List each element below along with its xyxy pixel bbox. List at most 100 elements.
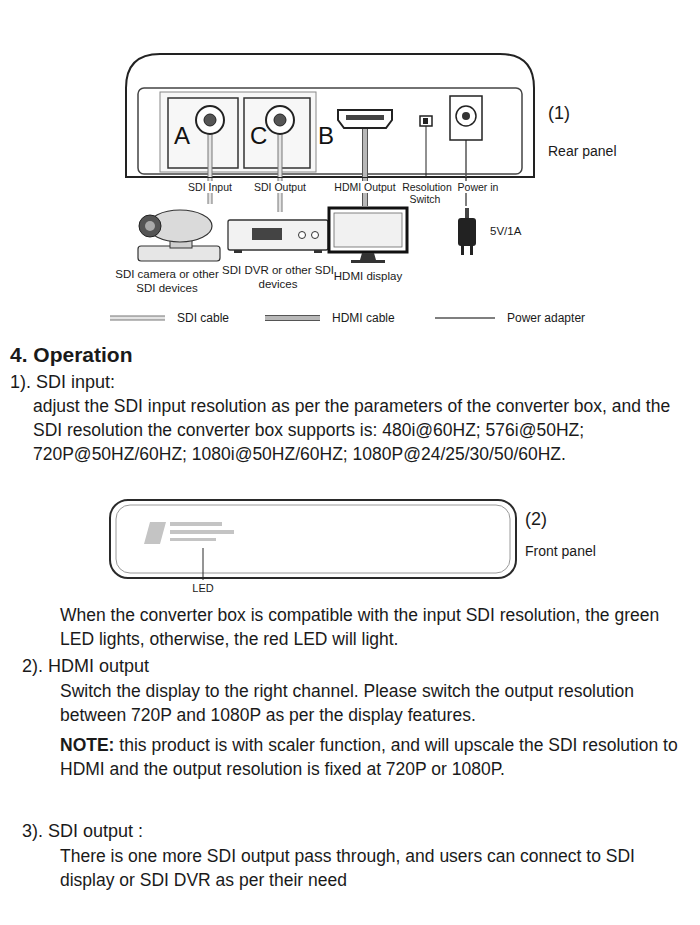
section-heading-text: 2). HDMI output xyxy=(22,656,149,676)
dvr-foot xyxy=(314,250,322,253)
cable-stub xyxy=(362,128,368,177)
port-label-text: SDI Input xyxy=(186,181,234,193)
body-paragraph-text: Switch the display to the right channel.… xyxy=(60,681,634,725)
body-paragraph: adjust the SDI input resolution as per t… xyxy=(33,394,693,466)
legend-entry: HDMI cable xyxy=(265,311,395,325)
dvr-knob xyxy=(299,232,306,239)
legend-swatch xyxy=(435,313,495,323)
resolution-switch xyxy=(420,116,432,126)
display-stand xyxy=(360,253,376,260)
adapter-body xyxy=(458,218,476,246)
front-panel-logo xyxy=(144,522,234,544)
port-frame xyxy=(244,98,310,168)
display-icon xyxy=(323,206,413,266)
legend-entry: SDI cable xyxy=(110,311,229,325)
power-jack-pin xyxy=(462,112,470,120)
switch-leader-line xyxy=(426,126,427,177)
switch-label-text: Resolution Switch xyxy=(400,181,452,205)
cable-stub xyxy=(363,128,367,177)
converter-rear-panel: ACB xyxy=(120,48,540,178)
dvr-illustration xyxy=(228,220,328,253)
led-label-text: LED xyxy=(192,582,213,594)
bnc-connector xyxy=(196,106,224,134)
dvr-knob xyxy=(312,232,319,239)
section-heading: 3). SDI output : xyxy=(22,820,143,842)
hdmi-port xyxy=(338,110,392,128)
logo-line xyxy=(170,530,234,534)
legend-text: HDMI cable xyxy=(332,311,395,325)
bnc-pin xyxy=(204,114,216,126)
cable-stub xyxy=(279,134,282,177)
port-frame xyxy=(168,98,238,168)
led-leader-line xyxy=(203,548,204,580)
section-heading-text: 1). SDI input: xyxy=(10,372,115,392)
rear-panel-drawing xyxy=(120,48,540,178)
bnc-connector xyxy=(266,106,294,134)
callout-number: (1) xyxy=(548,102,570,124)
body-paragraph: There is one more SDI output pass throug… xyxy=(60,844,650,892)
rear-face xyxy=(138,88,522,174)
body-paragraph: Switch the display to the right channel.… xyxy=(60,679,690,727)
hdmi-display: HDMI display xyxy=(323,206,413,284)
port-letter: A xyxy=(174,124,190,148)
adapter-prong xyxy=(461,246,464,255)
title-text: 4. Operation xyxy=(10,343,133,366)
section-heading: 1). SDI input: xyxy=(10,371,115,393)
adapter-illustration xyxy=(458,208,476,255)
hdmi-contacts xyxy=(346,115,384,120)
legend-swatch xyxy=(110,313,165,323)
sdi-camera: SDI camera or other SDI devices xyxy=(108,204,226,296)
port-label-text: HDMI Output xyxy=(332,181,397,193)
section-heading-text: 3). SDI output : xyxy=(22,821,143,841)
camera-illustration xyxy=(138,210,220,261)
legend-text: SDI cable xyxy=(177,311,229,325)
legend-line-sample xyxy=(265,315,320,321)
display-base xyxy=(351,260,385,263)
callout-number-text: (2) xyxy=(525,509,547,529)
port-letter: B xyxy=(318,124,334,148)
note-paragraph-text: this product is with scaler function, an… xyxy=(60,735,678,779)
rear-illustration xyxy=(126,54,534,177)
power-jack xyxy=(450,96,482,140)
camera-lens-glass xyxy=(145,221,155,231)
adapter-icon xyxy=(452,206,482,258)
view-label-text: Rear panel xyxy=(548,143,617,159)
camera-lens xyxy=(139,215,161,237)
sdi-dvr: SDI DVR or other SDI devices xyxy=(222,212,334,292)
power-adapter: 5V/1A xyxy=(452,206,542,258)
legend-line-sample xyxy=(435,317,495,319)
power-jack-ring xyxy=(456,106,476,126)
legend-line-sample xyxy=(265,316,320,320)
callout-number-text: (1) xyxy=(548,103,570,123)
legend-line-sample xyxy=(110,317,165,320)
camera-icon xyxy=(108,204,226,264)
bnc-plate xyxy=(160,92,316,172)
body-paragraph: When the converter box is compatible wit… xyxy=(60,603,690,651)
section-heading: 2). HDMI output xyxy=(22,655,149,677)
dvr-display xyxy=(252,228,282,240)
display-illustration xyxy=(329,208,407,263)
section-title: 4. Operation xyxy=(10,343,133,367)
port-label: HDMI Output xyxy=(332,181,397,194)
adapter-strain-relief xyxy=(465,208,469,218)
adapter-prong xyxy=(470,246,473,255)
switch-label: Resolution Switch xyxy=(398,181,454,205)
device-label: HDMI display xyxy=(323,270,413,284)
cable-stub xyxy=(278,134,283,177)
note-paragraph-text: NOTE: xyxy=(60,735,114,755)
dvr-icon xyxy=(222,212,334,260)
logo-line xyxy=(170,538,216,541)
switch-lever xyxy=(423,118,428,124)
port-letter: C xyxy=(250,124,267,148)
body-paragraph-text: adjust the SDI input resolution as per t… xyxy=(33,396,670,464)
cable-stub xyxy=(208,134,213,177)
note-paragraph: NOTE:this product is with scaler functio… xyxy=(60,733,690,781)
body-paragraph-text: There is one more SDI output pass throug… xyxy=(60,846,635,890)
port-label: SDI Input xyxy=(186,181,234,194)
bnc-pin xyxy=(274,114,286,126)
callout-number: (2) xyxy=(525,508,547,530)
legend-entry: Power adapter xyxy=(435,311,585,325)
led-label: LED xyxy=(192,582,213,595)
display-screen xyxy=(334,213,402,247)
port-label-text: SDI Output xyxy=(252,181,308,193)
